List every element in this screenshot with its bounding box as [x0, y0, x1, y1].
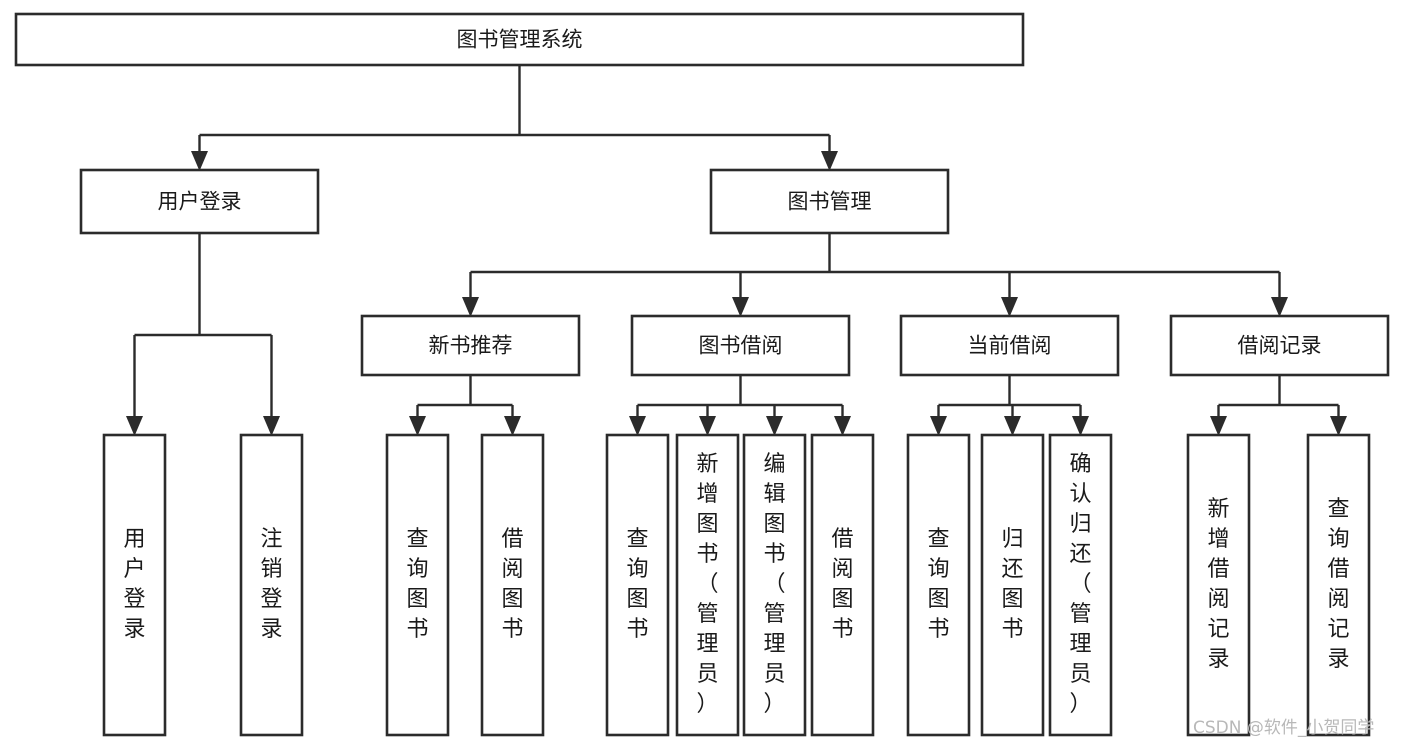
node-box-leaf-return-book[interactable]: [980, 433, 1045, 737]
node-leaf-add-borrow-record[interactable]: 新增借阅记录: [1186, 433, 1251, 737]
node-label-leaf-query-book-3: 查询图书: [927, 527, 949, 642]
node-box-book-borrow[interactable]: [630, 314, 851, 377]
edge-arrowhead-icon: [462, 297, 479, 317]
node-leaf-borrow-book-2[interactable]: 借阅图书: [810, 433, 875, 737]
node-label-leaf-query-borrow-record: 查询借阅记录: [1327, 497, 1349, 672]
node-leaf-query-book-2[interactable]: 查询图书: [605, 433, 670, 737]
edge-arrowhead-icon: [834, 416, 851, 436]
edge-group-user-login: [126, 233, 280, 436]
node-leaf-user-login[interactable]: 用户登录: [102, 433, 167, 737]
csdn-watermark: CSDN @软件_小贺同学: [1193, 718, 1374, 738]
node-box-leaf-user-login[interactable]: [102, 433, 167, 737]
node-label-leaf-user-login: 用户登录: [123, 527, 145, 642]
node-label-new-book-rec: 新书推荐: [429, 334, 513, 358]
edge-arrowhead-icon: [821, 151, 838, 171]
node-label-leaf-edit-book-admin: 编辑图书（管理员）: [763, 452, 785, 717]
node-box-leaf-borrow-book-1[interactable]: [480, 433, 545, 737]
node-book-borrow[interactable]: 图书借阅: [630, 314, 851, 377]
node-label-borrow-record: 借阅记录: [1238, 334, 1322, 358]
edge-arrowhead-icon: [1004, 416, 1021, 436]
node-box-root[interactable]: [14, 12, 1025, 67]
edge-group-root: [191, 65, 838, 171]
edge-arrowhead-icon: [766, 416, 783, 436]
node-label-book-manage: 图书管理: [788, 190, 872, 214]
node-leaf-edit-book-admin[interactable]: 编辑图书（管理员）: [742, 433, 807, 737]
edge-group-borrow-record: [1210, 375, 1347, 436]
node-box-new-book-rec[interactable]: [360, 314, 581, 377]
node-borrow-record[interactable]: 借阅记录: [1169, 314, 1390, 377]
node-box-borrow-record[interactable]: [1169, 314, 1390, 377]
nodes-layer: 图书管理系统用户登录图书管理新书推荐图书借阅当前借阅借阅记录用户登录注销登录查询…: [14, 12, 1390, 737]
node-label-leaf-logout-login: 注销登录: [260, 527, 282, 642]
node-label-leaf-query-book-1: 查询图书: [406, 527, 428, 642]
node-root[interactable]: 图书管理系统: [14, 12, 1025, 67]
node-label-leaf-borrow-book-1: 借阅图书: [501, 527, 523, 642]
edge-arrowhead-icon: [191, 151, 208, 171]
edge-group-current-borrow: [930, 375, 1089, 436]
node-label-leaf-borrow-book-2: 借阅图书: [831, 527, 853, 642]
node-leaf-query-book-3[interactable]: 查询图书: [906, 433, 971, 737]
node-leaf-confirm-return-admin[interactable]: 确认归还（管理员）: [1048, 433, 1113, 737]
edge-arrowhead-icon: [1210, 416, 1227, 436]
node-label-current-borrow: 当前借阅: [968, 334, 1052, 358]
node-box-leaf-add-book-admin[interactable]: [675, 433, 740, 737]
edge-arrowhead-icon: [1271, 297, 1288, 317]
node-leaf-query-borrow-record[interactable]: 查询借阅记录: [1306, 433, 1371, 737]
edge-arrowhead-icon: [699, 416, 716, 436]
node-box-current-borrow[interactable]: [899, 314, 1120, 377]
edge-arrowhead-icon: [504, 416, 521, 436]
edge-arrowhead-icon: [1001, 297, 1018, 317]
node-box-leaf-query-book-2[interactable]: [605, 433, 670, 737]
edge-arrowhead-icon: [930, 416, 947, 436]
edge-arrowhead-icon: [409, 416, 426, 436]
node-label-leaf-query-book-2: 查询图书: [626, 527, 648, 642]
node-label-leaf-return-book: 归还图书: [1001, 527, 1023, 642]
node-leaf-borrow-book-1[interactable]: 借阅图书: [480, 433, 545, 737]
edge-group-book-manage: [462, 233, 1288, 317]
edge-arrowhead-icon: [263, 416, 280, 436]
node-box-user-login[interactable]: [79, 168, 320, 235]
node-user-login[interactable]: 用户登录: [79, 168, 320, 235]
edge-arrowhead-icon: [1330, 416, 1347, 436]
node-box-leaf-borrow-book-2[interactable]: [810, 433, 875, 737]
node-box-leaf-query-book-3[interactable]: [906, 433, 971, 737]
node-leaf-return-book[interactable]: 归还图书: [980, 433, 1045, 737]
node-box-leaf-query-borrow-record[interactable]: [1306, 433, 1371, 737]
node-label-leaf-confirm-return-admin: 确认归还（管理员）: [1069, 452, 1091, 717]
node-leaf-query-book-1[interactable]: 查询图书: [385, 433, 450, 737]
node-label-leaf-add-book-admin: 新增图书（管理员）: [696, 452, 718, 717]
node-box-leaf-edit-book-admin[interactable]: [742, 433, 807, 737]
node-label-user-login: 用户登录: [158, 190, 242, 214]
node-box-book-manage[interactable]: [709, 168, 950, 235]
edge-group-new-book-rec: [409, 375, 521, 436]
node-box-leaf-query-book-1[interactable]: [385, 433, 450, 737]
node-new-book-rec[interactable]: 新书推荐: [360, 314, 581, 377]
edge-arrowhead-icon: [629, 416, 646, 436]
node-label-book-borrow: 图书借阅: [699, 334, 783, 358]
edge-group-book-borrow: [629, 375, 851, 436]
edge-arrowhead-icon: [1072, 416, 1089, 436]
edge-arrowhead-icon: [126, 416, 143, 436]
edge-arrowhead-icon: [732, 297, 749, 317]
node-box-leaf-add-borrow-record[interactable]: [1186, 433, 1251, 737]
node-label-root: 图书管理系统: [457, 28, 583, 52]
node-leaf-add-book-admin[interactable]: 新增图书（管理员）: [675, 433, 740, 737]
edges-layer: [126, 65, 1347, 436]
node-label-leaf-add-borrow-record: 新增借阅记录: [1207, 497, 1229, 672]
node-box-leaf-confirm-return-admin[interactable]: [1048, 433, 1113, 737]
node-box-leaf-logout-login[interactable]: [239, 433, 304, 737]
node-book-manage[interactable]: 图书管理: [709, 168, 950, 235]
node-leaf-logout-login[interactable]: 注销登录: [239, 433, 304, 737]
node-current-borrow[interactable]: 当前借阅: [899, 314, 1120, 377]
